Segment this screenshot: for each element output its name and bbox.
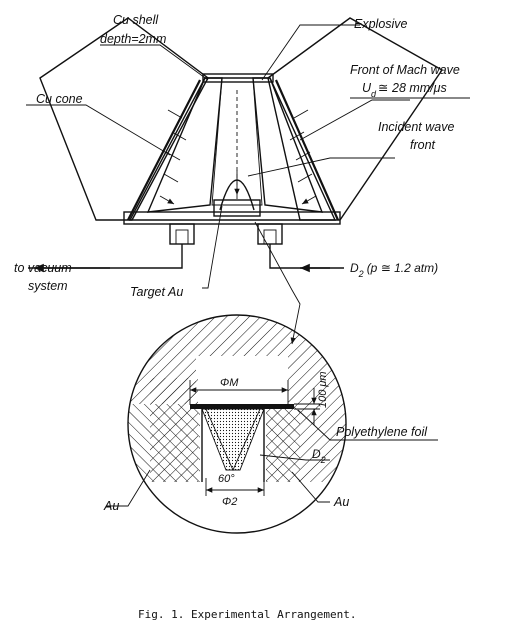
polyethylene-foil-label: Polyethylene foil bbox=[336, 425, 428, 439]
au-right-label: Au bbox=[333, 495, 349, 509]
cu-cone-label: Cu cone bbox=[36, 92, 83, 106]
cu-cone bbox=[127, 73, 340, 221]
incident-wave-front-label: front bbox=[410, 138, 436, 152]
leader-lines bbox=[26, 24, 410, 289]
explosive-charge bbox=[39, 17, 444, 221]
explosive-label: Explosive bbox=[354, 17, 408, 31]
phi-m-label: ΦM bbox=[220, 377, 239, 389]
vacuum-system-label: system bbox=[28, 279, 68, 293]
magnified-detail bbox=[106, 314, 438, 534]
thickness-100um-label: 100 μm bbox=[317, 371, 329, 408]
phi-2-label: Φ2 bbox=[222, 496, 237, 508]
d2-detail-label: D2 bbox=[312, 447, 326, 465]
incident-wave-front bbox=[219, 90, 255, 211]
base-plate bbox=[123, 199, 341, 225]
incident-wave-label: Incident wave bbox=[378, 120, 454, 134]
shock-arrows bbox=[159, 109, 317, 204]
figure-caption: Fig. 1. Experimental Arrangement. bbox=[138, 608, 357, 621]
d2-gas-label: D2(p ≅ 1.2 atm) bbox=[350, 261, 438, 279]
target-label: Target Au bbox=[130, 285, 183, 299]
detail-callout-arrow bbox=[254, 221, 301, 345]
mach-front-label: Front of Mach wave bbox=[350, 63, 460, 77]
vacuum-label: to vacuum bbox=[14, 261, 72, 275]
gas-lines bbox=[28, 244, 344, 273]
au-left-label: Au bbox=[103, 499, 119, 513]
mach-velocity-label: Ud≅ 28 mm/μs bbox=[362, 81, 447, 99]
angle-label: 60° bbox=[218, 473, 235, 485]
polyethylene-foil bbox=[190, 404, 294, 409]
cu-shell-label: Cu shell bbox=[113, 13, 159, 27]
cu-shell-depth-label: depth=2mm bbox=[100, 32, 166, 46]
